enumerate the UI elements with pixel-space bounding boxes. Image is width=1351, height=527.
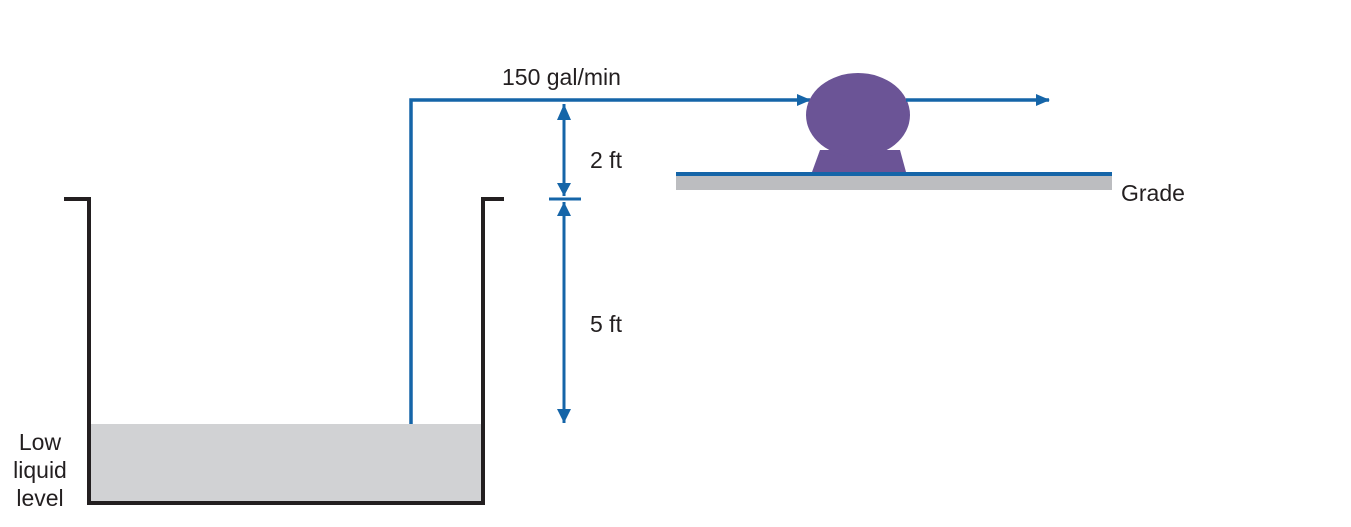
dimension-2ft (549, 104, 581, 201)
suction-pipe (409, 94, 811, 424)
low-liquid-level-label: Low liquid level (0, 428, 80, 512)
dimension-5ft (557, 202, 571, 423)
grade-label: Grade (1121, 180, 1185, 206)
liquid-pool (90, 424, 482, 502)
grade-base (676, 176, 1112, 190)
flow-rate-label: 150 gal/min (502, 64, 621, 90)
dimension-2ft-label: 2 ft (590, 147, 622, 173)
dimension-5ft-label: 5 ft (590, 311, 622, 337)
low-liquid-level-line-3: level (16, 485, 64, 511)
pump-icon (806, 73, 910, 172)
low-liquid-level-line-2: liquid (13, 457, 67, 483)
tank-wall (64, 197, 504, 505)
low-liquid-level-line-1: Low (18, 429, 62, 455)
